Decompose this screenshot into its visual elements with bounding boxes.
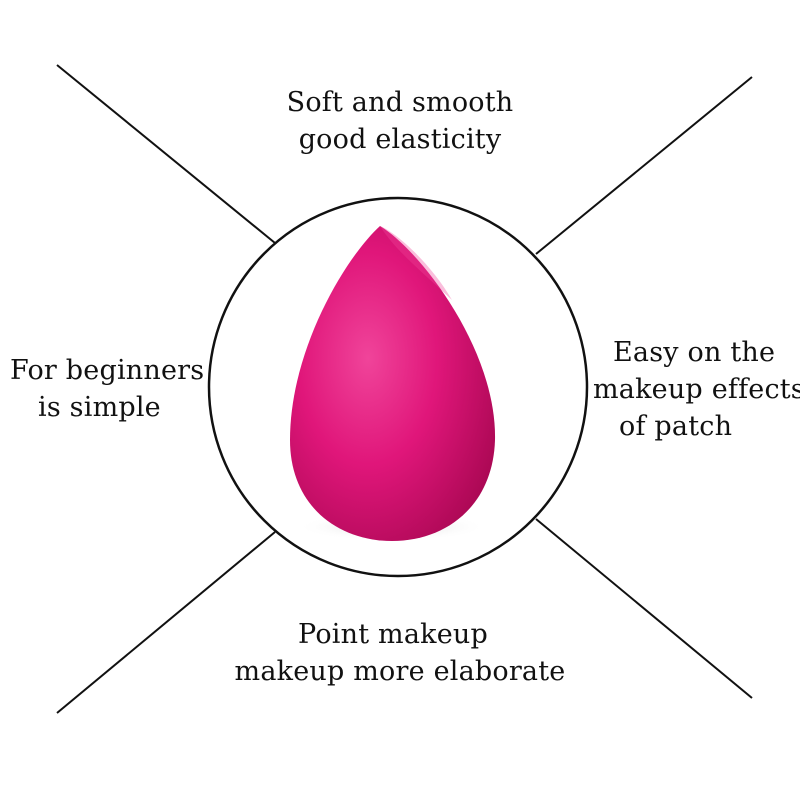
feature-caption-left: For beginners is simple <box>10 352 205 426</box>
feature-top-line-1: Soft and smooth <box>286 87 514 118</box>
feature-top-line-2: good elasticity <box>298 124 502 155</box>
beauty-blender-sponge-icon <box>290 226 496 541</box>
feature-bottom-line-2: makeup more elaborate <box>234 656 566 687</box>
feature-right-line-1: Easy on the <box>613 337 776 368</box>
connector-line-bottom-right <box>535 518 753 699</box>
feature-bottom-line-1: Point makeup <box>298 619 488 650</box>
feature-caption-right: Easy on the makeup effects of patch <box>593 334 800 445</box>
feature-caption-top: Soft and smooth good elasticity <box>200 84 600 158</box>
feature-right-line-2: makeup effects <box>593 374 800 405</box>
feature-right-line-3: of patch <box>619 411 733 442</box>
connector-line-top-right <box>535 76 753 255</box>
connector-line-bottom-left <box>56 531 276 714</box>
connector-line-top-left <box>56 64 276 244</box>
feature-left-line-2: is simple <box>38 392 161 423</box>
feature-left-line-1: For beginners <box>10 355 205 386</box>
feature-caption-bottom: Point makeup makeup more elaborate <box>200 616 600 690</box>
